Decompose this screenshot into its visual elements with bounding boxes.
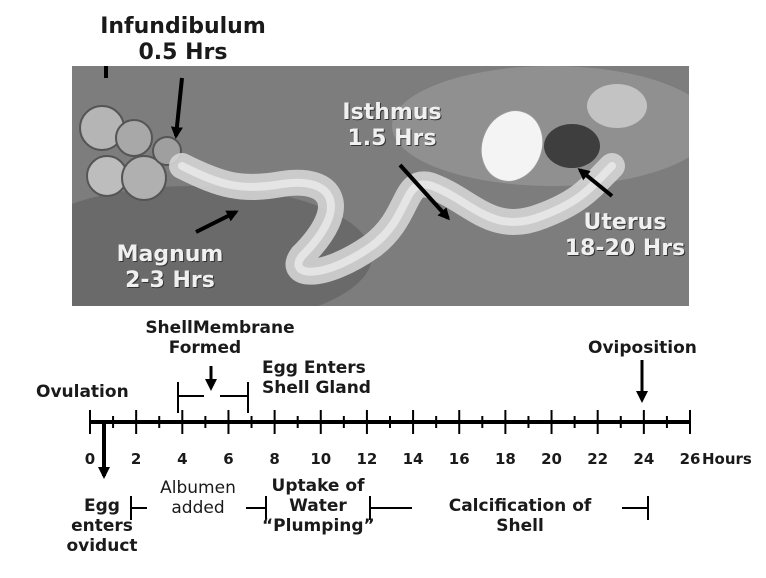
magnum-label: Magnum 2-3 Hrs bbox=[100, 242, 240, 294]
infundibulum-arrow bbox=[176, 78, 182, 136]
uterus-time: 18-20 Hrs bbox=[560, 236, 690, 262]
tick-label: 10 bbox=[306, 450, 336, 468]
egg-enters-shell-gland-label: Egg Enters Shell Gland bbox=[262, 358, 371, 398]
shell-gland-line1: Egg Enters bbox=[262, 358, 371, 378]
egg-enters-oviduct-label: Egg enters oviduct bbox=[62, 496, 142, 556]
albumen-label: Albumen added bbox=[148, 478, 248, 518]
shell-gland-line2: Shell Gland bbox=[262, 378, 371, 398]
ovulation-label: Ovulation bbox=[36, 382, 129, 402]
albumen-line1: Albumen bbox=[148, 478, 248, 498]
isthmus-time: 1.5 Hrs bbox=[322, 126, 462, 152]
tick-label: 20 bbox=[537, 450, 567, 468]
shell-membrane-line1: ShellMembrane bbox=[130, 318, 310, 338]
shell-membrane-bracket bbox=[178, 382, 248, 413]
uterus-label: Uterus 18-20 Hrs bbox=[560, 210, 690, 262]
albumen-line2: added bbox=[148, 498, 248, 518]
isthmus-arrow bbox=[400, 165, 448, 218]
tick-label: 16 bbox=[444, 450, 474, 468]
tick-label: 6 bbox=[213, 450, 243, 468]
tick-label: 4 bbox=[167, 450, 197, 468]
tick-label: 0 bbox=[75, 450, 105, 468]
shell-membrane-line2: Formed bbox=[100, 338, 310, 358]
magnum-time: 2-3 Hrs bbox=[100, 268, 240, 294]
uptake-line2: Water bbox=[262, 496, 374, 516]
oviduct-line3: oviduct bbox=[62, 536, 142, 556]
isthmus-label: Isthmus 1.5 Hrs bbox=[322, 100, 462, 152]
infundibulum-time: 0.5 Hrs bbox=[88, 40, 278, 66]
uptake-label: Uptake of Water “Plumping” bbox=[262, 476, 374, 536]
magnum-arrow bbox=[196, 212, 236, 232]
calcification-label: Calcification of Shell bbox=[420, 496, 620, 536]
infundibulum-label: Infundibulum 0.5 Hrs bbox=[88, 14, 278, 66]
hours-unit-label: Hours bbox=[702, 450, 752, 468]
tick-label: 8 bbox=[260, 450, 290, 468]
tick-label: 2 bbox=[121, 450, 151, 468]
uterus-name: Uterus bbox=[560, 210, 690, 236]
tick-label: 22 bbox=[583, 450, 613, 468]
tick-label: 12 bbox=[352, 450, 382, 468]
tick-label: 18 bbox=[490, 450, 520, 468]
calcification-line2: Shell bbox=[420, 516, 620, 536]
shell-membrane-label: ShellMembrane Formed bbox=[130, 318, 310, 358]
uptake-line3: “Plumping” bbox=[262, 516, 374, 536]
magnum-name: Magnum bbox=[100, 242, 240, 268]
uptake-line1: Uptake of bbox=[262, 476, 374, 496]
uterus-arrow bbox=[580, 170, 612, 196]
oviposition-label: Oviposition bbox=[588, 338, 697, 358]
tick-label: 24 bbox=[629, 450, 659, 468]
oviduct-line2: enters bbox=[62, 516, 142, 536]
isthmus-name: Isthmus bbox=[322, 100, 462, 126]
tick-label: 14 bbox=[398, 450, 428, 468]
calcification-line1: Calcification of bbox=[420, 496, 620, 516]
infundibulum-name: Infundibulum bbox=[88, 14, 278, 40]
oviduct-line1: Egg bbox=[62, 496, 142, 516]
tick-label: 26 bbox=[675, 450, 705, 468]
